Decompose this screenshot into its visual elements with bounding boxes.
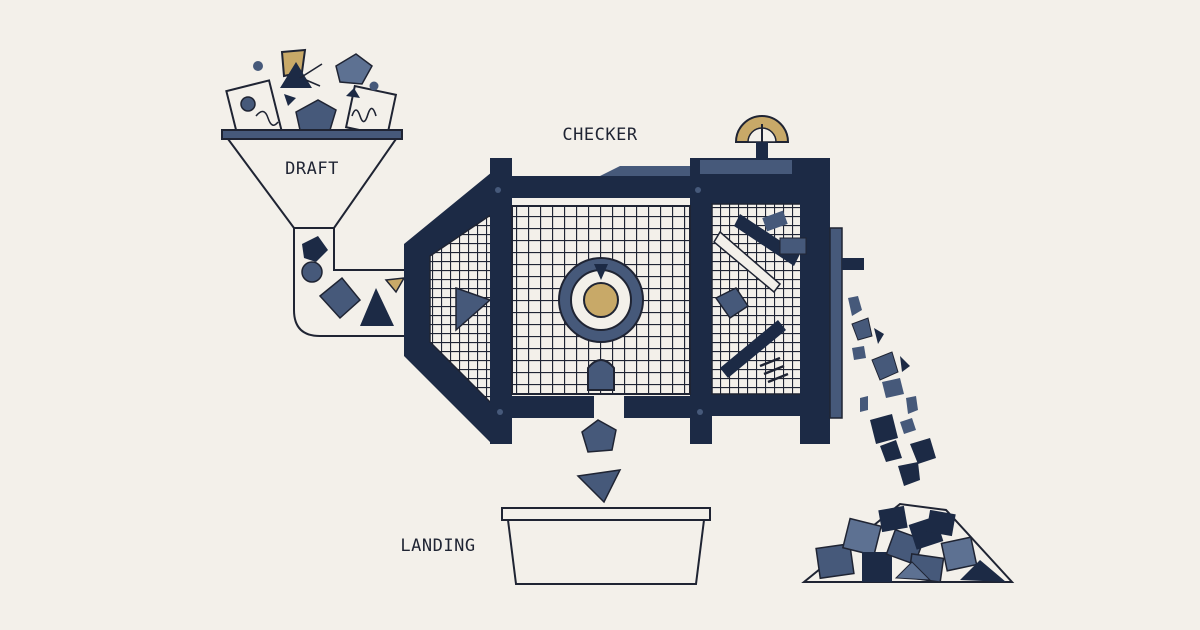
landing-label: LANDING [400, 536, 475, 556]
sieve-machine-icon [404, 158, 864, 444]
accepted-items [576, 419, 622, 504]
scrap-pile-icon [801, 296, 1015, 583]
draft-label: DRAFT [285, 159, 339, 179]
gauge-icon [734, 115, 790, 158]
checker-label: CHECKER [562, 125, 637, 145]
draft-items [225, 48, 398, 143]
landing-tray-icon [501, 507, 711, 585]
funnel-icon [221, 48, 447, 337]
